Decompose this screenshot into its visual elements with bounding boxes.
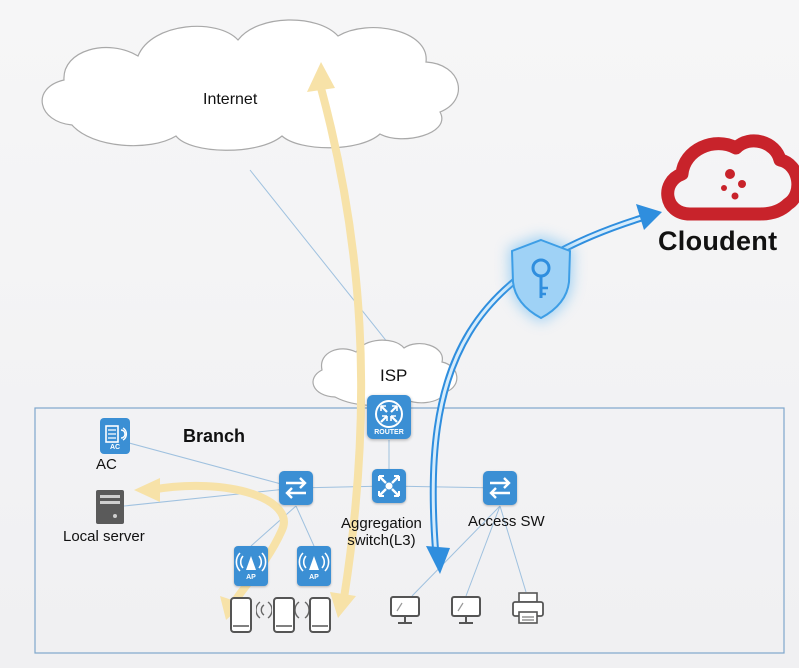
arrowhead-bottom [330,592,356,618]
access-switch-icon [483,471,517,505]
phone-icon [308,596,332,639]
internet-label: Internet [203,91,258,108]
shield-key-icon [509,236,573,322]
server-icon [96,490,124,524]
ap-caption: AP [246,574,256,581]
phone-icon [229,596,253,639]
desktop-monitor-icon [388,594,422,631]
aggregation-switch-label: Aggregation switch(L3) [341,515,422,549]
access-switch-label: Access SW [468,513,545,530]
access-point-icon: AP [234,546,268,586]
ap-caption: AP [309,574,319,581]
arrowhead-server [134,478,160,502]
aggregation-switch-icon [372,469,406,503]
phone-icon [272,596,296,639]
cloudent-logo-icon [661,134,799,221]
desktop-monitor-icon [449,594,483,631]
isp-label: ISP [380,366,408,385]
internet-traffic-arrow [317,84,366,602]
internet-cloud-icon [41,19,459,151]
router-caption: ROUTER [374,429,404,436]
local-server-label: Local server [63,528,145,545]
access-controller-icon: AC [100,418,130,454]
printer-icon [510,590,546,631]
branch-label: Branch [183,426,246,446]
signal-waves-icon [255,598,273,627]
router-icon: ROUTER [367,395,411,439]
switch-icon [279,471,313,505]
signal-waves-icon [294,598,310,627]
ac-label: AC [96,456,117,473]
aggregation-label-line1: Aggregation [341,515,422,532]
access-point-icon: AP [297,546,331,586]
ac-caption: AC [109,444,121,451]
aggregation-label-line2: switch(L3) [347,532,416,549]
arrowhead-top [307,62,335,92]
cloudent-brand-label: Cloudent [658,226,778,256]
secure-tunnel-arrow [426,204,662,574]
